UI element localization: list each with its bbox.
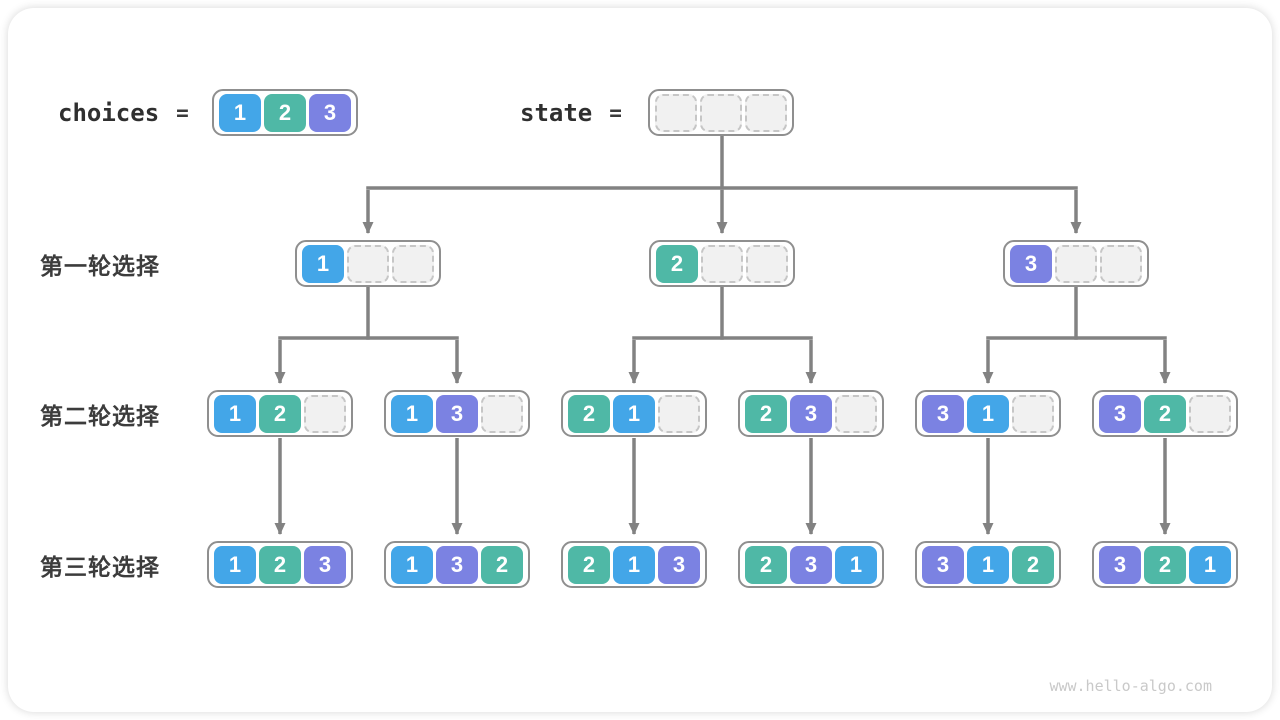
empty-cell [1012,394,1054,433]
empty-cell [347,244,389,283]
value-cell: 2 [656,244,698,283]
value-cell: 2 [745,545,787,584]
value-cell: 2 [1144,394,1186,433]
value-cell: 2 [568,394,610,433]
empty-cell [1055,244,1097,283]
value-cell: 3 [922,545,964,584]
value-cell: 2 [745,394,787,433]
value-cell: 1 [613,545,655,584]
value-cell: 1 [967,545,1009,584]
value-cell: 3 [790,545,832,584]
value-cell: 1 [835,545,877,584]
value-cell: 1 [391,394,433,433]
round-1-label: 第一轮选择 [40,252,160,279]
round-3-label: 第三轮选择 [40,553,160,580]
value-cell: 3 [790,394,832,433]
empty-cell [658,394,700,433]
value-cell: 3 [309,93,351,132]
empty-cell [392,244,434,283]
value-cell: 2 [1144,545,1186,584]
value-cell: 3 [922,394,964,433]
empty-cell [745,93,787,132]
empty-cell [701,244,743,283]
value-cell: 2 [259,394,301,433]
value-cell: 2 [1012,545,1054,584]
value-cell: 1 [219,93,261,132]
empty-cell [481,394,523,433]
value-cell: 1 [302,244,344,283]
value-cell: 3 [304,545,346,584]
empty-cell [746,244,788,283]
value-cell: 1 [613,394,655,433]
empty-cell [700,93,742,132]
state-box [648,89,794,136]
equals-sign: = [176,100,189,125]
empty-cell [1189,394,1231,433]
empty-cell [1100,244,1142,283]
watermark: www.hello-algo.com [1049,677,1212,695]
value-cell: 1 [391,545,433,584]
value-cell: 2 [568,545,610,584]
value-cell: 1 [214,394,256,433]
value-cell: 3 [1099,545,1141,584]
state-label-text: state [520,98,593,127]
value-cell: 1 [967,394,1009,433]
tree-node: 3 [1003,240,1149,287]
value-cell: 2 [264,93,306,132]
value-cell: 3 [658,545,700,584]
choices-label-text: choices [58,98,160,127]
value-cell: 3 [436,545,478,584]
tree-node: 1 [295,240,441,287]
tree-node: 2 [649,240,795,287]
choices-label: choices = [58,89,189,136]
empty-cell [835,394,877,433]
empty-cell [655,93,697,132]
state-label: state = [520,89,622,136]
value-cell: 3 [1099,394,1141,433]
round-2-label: 第二轮选择 [40,402,160,429]
equals-sign: = [609,100,622,125]
value-cell: 2 [259,545,301,584]
value-cell: 1 [1189,545,1231,584]
value-cell: 3 [1010,244,1052,283]
value-cell: 3 [436,394,478,433]
value-cell: 2 [481,545,523,584]
value-cell: 1 [214,545,256,584]
empty-cell [304,394,346,433]
